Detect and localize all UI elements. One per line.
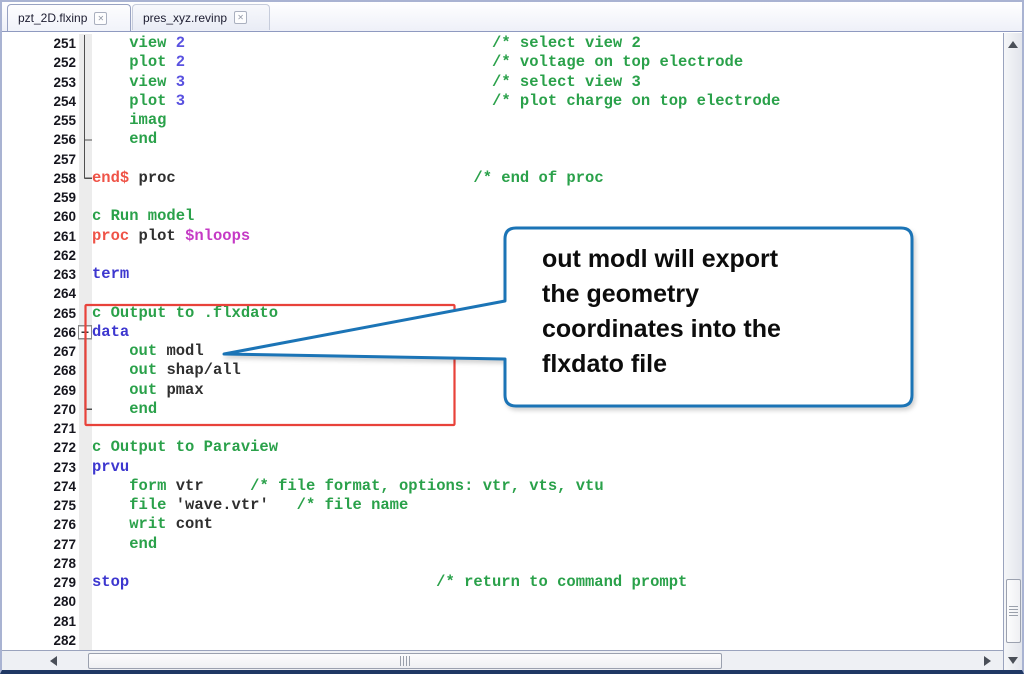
vertical-scrollbar-thumb[interactable] xyxy=(1006,579,1021,643)
line-number: 274 xyxy=(53,478,76,494)
line-number: 281 xyxy=(53,613,76,629)
tab-pzt-2d-flxinp[interactable]: pzt_2D.flxinp ✕ xyxy=(7,4,131,31)
code-text: end xyxy=(129,534,158,553)
code-text: end$ proc /* end of proc xyxy=(92,168,604,187)
code-line: 258 end$ proc /* end of proc xyxy=(4,169,780,188)
callout-text: out modl will export the geometry coordi… xyxy=(542,245,781,378)
code-text: plot 2 /* voltage on top electrode xyxy=(129,53,744,72)
line-number: 267 xyxy=(53,344,76,359)
line-number: 258 xyxy=(53,170,76,186)
close-icon[interactable]: ✕ xyxy=(94,11,108,25)
line-number: 275 xyxy=(53,498,76,513)
code-line: 256 end xyxy=(4,130,780,149)
code-text: out modl xyxy=(129,342,204,360)
scroll-up-icon[interactable] xyxy=(1008,41,1018,48)
code-text: out shap/all xyxy=(129,361,241,380)
code-line: 281 xyxy=(4,612,780,631)
code-line: 272 c Output to Paraview xyxy=(4,438,780,457)
code-line: 276 writ cont xyxy=(4,515,780,534)
code-text: c Output to Paraview xyxy=(92,438,279,457)
code-line: 264 xyxy=(4,284,780,303)
line-number: 273 xyxy=(53,459,76,475)
line-number: 280 xyxy=(53,594,76,610)
code-text: proc plot $nloops xyxy=(92,226,251,245)
line-number: 265 xyxy=(53,305,76,321)
code-line: 271 xyxy=(4,419,780,438)
horizontal-scrollbar[interactable] xyxy=(2,650,1003,670)
line-number: 270 xyxy=(53,401,76,417)
line-number: 252 xyxy=(53,55,76,71)
line-number: 276 xyxy=(53,517,76,533)
tab-label: pzt_2D.flxinp xyxy=(18,11,88,25)
code-text: imag xyxy=(129,111,167,129)
code-line: 278 xyxy=(4,554,780,573)
line-number: 269 xyxy=(53,382,76,398)
line-number: 257 xyxy=(53,151,76,167)
line-number: 266 xyxy=(53,324,76,340)
code-line: 273 prvu xyxy=(4,458,780,477)
line-number: 279 xyxy=(53,575,76,590)
line-number: 271 xyxy=(53,421,76,436)
scroll-right-icon[interactable] xyxy=(984,656,991,666)
code-text: term xyxy=(92,265,130,283)
code-line: 282 xyxy=(4,631,780,650)
code-line: 280 xyxy=(4,592,780,611)
close-icon[interactable]: ✕ xyxy=(234,11,248,24)
code-text: c Run model xyxy=(92,207,195,226)
scroll-left-icon[interactable] xyxy=(50,656,57,666)
code-line: 269 out pmax xyxy=(4,381,780,400)
code-line: 263 term xyxy=(4,265,780,284)
code-line: 253 view 3 /* select view 3 xyxy=(4,73,780,92)
code-line: 275 file 'wave.vtr' /* file name xyxy=(4,496,780,515)
code-line: 270 end xyxy=(4,400,780,419)
code-text: prvu xyxy=(92,457,130,476)
line-number: 251 xyxy=(53,36,76,51)
line-number: 260 xyxy=(53,209,76,225)
line-number: 264 xyxy=(53,286,76,302)
line-number: 253 xyxy=(53,74,76,90)
vertical-scrollbar[interactable] xyxy=(1003,33,1022,670)
code-text: end xyxy=(129,130,158,149)
code-text: out pmax xyxy=(129,380,204,399)
line-number: 254 xyxy=(53,93,76,109)
code-line: 257 xyxy=(4,150,780,169)
line-number: 278 xyxy=(53,555,76,571)
line-number: 261 xyxy=(53,228,76,244)
scroll-down-icon[interactable] xyxy=(1008,657,1018,664)
line-number: 255 xyxy=(53,113,76,128)
code-line: 279 stop /* return to command prompt xyxy=(4,573,780,592)
tab-label: pres_xyz.revinp xyxy=(143,10,228,25)
code-line: 255 imag xyxy=(4,111,780,130)
line-number: 268 xyxy=(53,363,76,379)
line-number: 263 xyxy=(53,267,76,282)
line-number: 272 xyxy=(53,440,76,456)
code-text: writ cont xyxy=(129,515,213,534)
tab-pres-xyz-revinp[interactable]: pres_xyz.revinp ✕ xyxy=(132,4,270,30)
line-number: 277 xyxy=(53,536,76,552)
code-line: 252 plot 2 /* voltage on top electrode xyxy=(4,53,780,72)
line-number: 259 xyxy=(53,190,76,205)
code-line: 251 view 2 /* select view 2 xyxy=(4,34,780,53)
code-line: 277 end xyxy=(4,535,780,554)
code-text: form vtr /* file format, options: vtr, v… xyxy=(129,476,604,495)
code-text: file 'wave.vtr' /* file name xyxy=(129,496,409,514)
code-text: view 3 /* select view 3 xyxy=(129,72,641,91)
code-line: 254 plot 3 /* plot charge on top electro… xyxy=(4,92,780,111)
line-number: 262 xyxy=(53,247,76,263)
tab-bar: pzt_2D.flxinp ✕ pres_xyz.revinp ✕ xyxy=(2,2,1022,32)
code-text: stop /* return to command prompt xyxy=(92,573,688,591)
code-line: 274 form vtr /* file format, options: vt… xyxy=(4,477,780,496)
horizontal-scrollbar-thumb[interactable] xyxy=(88,653,722,669)
code-text: plot 3 /* plot charge on top electrode xyxy=(129,91,781,110)
code-line: 262 xyxy=(4,246,780,265)
code-line: 259 xyxy=(4,188,780,207)
line-number: 256 xyxy=(53,132,76,148)
code-text: data xyxy=(92,322,130,341)
code-text: view 2 /* select view 2 xyxy=(129,34,641,52)
code-text: end xyxy=(129,399,158,418)
code-text: c Output to .flxdato xyxy=(92,303,279,322)
line-number: 282 xyxy=(53,632,76,648)
code-line: 260 c Run model xyxy=(4,207,780,226)
